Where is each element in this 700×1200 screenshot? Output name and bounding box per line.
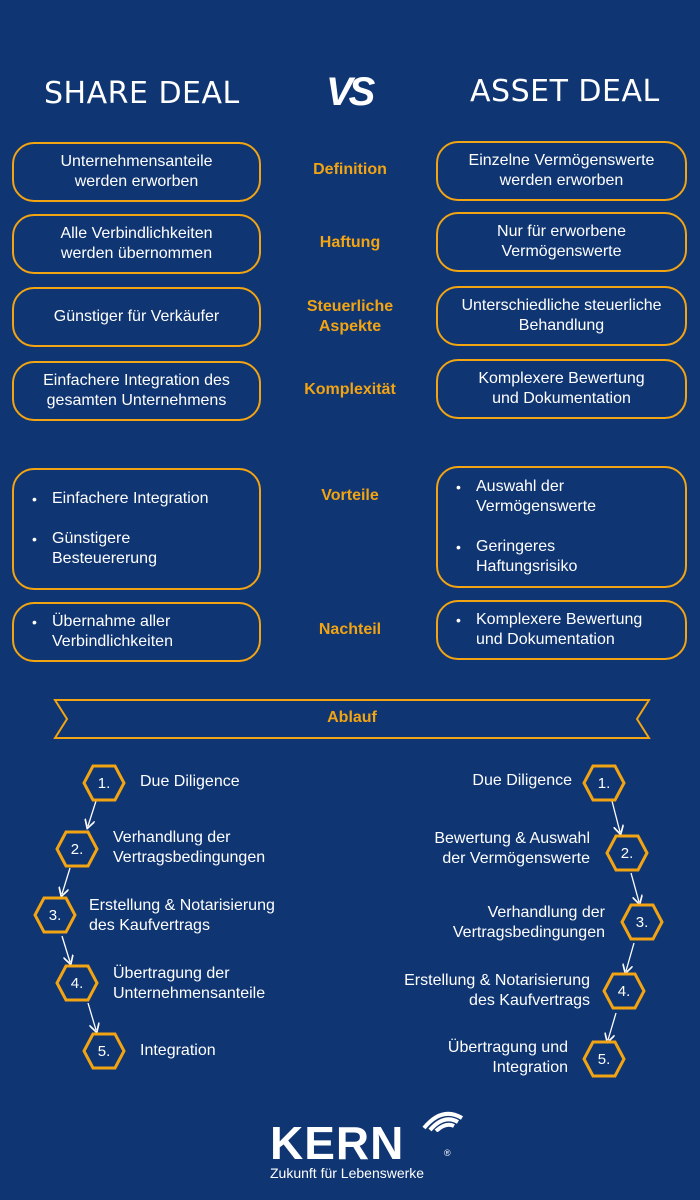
share-step-3: 3.: [33, 896, 77, 939]
asset-step-4: 4.: [602, 972, 646, 1015]
share-arrow-2: [62, 867, 71, 894]
bullet-icon: •: [456, 539, 461, 555]
share-haftung-text: Alle Verbindlichkeiten werden übernommen: [60, 225, 213, 262]
step-number: 3.: [48, 906, 62, 924]
share-arrow-1: [88, 800, 97, 826]
hexagon-icon: [82, 764, 126, 802]
share-haftung-box: Alle Verbindlichkeiten werden übernommen: [12, 214, 261, 274]
asset-step-2: 2.: [605, 834, 649, 877]
category-nachteil: Nachteil: [318, 621, 382, 638]
asset-step-5-text: Übertragung und Integration: [447, 1039, 568, 1076]
step-number: 1.: [97, 774, 111, 792]
hexagon-icon: [605, 834, 649, 872]
hexagon-icon: [582, 1040, 626, 1078]
asset-vorteile-box: •Auswahl der Vermögenswerte •Geringeres …: [436, 466, 687, 588]
vs-logo: VS: [326, 70, 375, 114]
hexagon-icon: [55, 964, 99, 1002]
asset-definition-text: Einzelne Vermögenswerte werden erworben: [468, 152, 655, 189]
share-komplex-box: Einfachere Integration des gesamten Unte…: [12, 361, 261, 421]
registered-mark: ®: [444, 1148, 451, 1158]
category-vorteile: Vorteile: [321, 487, 379, 504]
hexagon-icon: [620, 903, 664, 941]
bullet-icon: •: [456, 612, 461, 628]
flow-connectors: [0, 800, 700, 1090]
share-step-5: 5.: [82, 1032, 126, 1075]
asset-steuer-box: Unterschiedliche steuerliche Behandlung: [436, 286, 687, 346]
hexagon-icon: [82, 1032, 126, 1070]
hexagon-icon: [55, 830, 99, 868]
category-definition: Definition: [313, 161, 387, 178]
ablauf-banner: [53, 699, 651, 739]
list-item: •Günstigere Besteuererung: [32, 530, 157, 567]
share-step-4: 4.: [55, 964, 99, 1007]
kern-logo-text: KERN: [270, 1117, 405, 1169]
share-arrow-4: [87, 1002, 96, 1030]
bullet-icon: •: [32, 614, 37, 630]
asset-haftung-box: Nur für erworbene Vermögenswerte: [436, 212, 687, 272]
share-vorteile-box: •Einfachere Integration •Günstigere Best…: [12, 468, 261, 590]
asset-arrow-4: [608, 1012, 617, 1040]
list-item: •Übernahme aller Verbindlichkeiten: [32, 613, 173, 650]
share-komplex-text: Einfachere Integration des gesamten Unte…: [43, 372, 230, 409]
asset-step-5: 5.: [582, 1040, 626, 1083]
asset-komplex-box: Komplexere Bewertung und Dokumentation: [436, 359, 687, 419]
share-definition-box: Unternehmensanteile werden erworben: [12, 142, 261, 202]
share-step-2-text: Verhandlung der Vertragsbedingungen: [113, 829, 266, 866]
hexagon-icon: [33, 896, 77, 934]
share-step-5-text: Integration: [140, 1042, 216, 1059]
category-steuer: Steuerliche Aspekte: [306, 298, 394, 335]
asset-step-2-text: Bewertung & Auswahl der Vermögenswerte: [434, 830, 590, 867]
bullet-icon: •: [32, 531, 37, 547]
step-number: 4.: [70, 974, 84, 992]
step-number: 2.: [620, 844, 634, 862]
share-step-2: 2.: [55, 830, 99, 873]
share-step-3-text: Erstellung & Notarisierung des Kaufvertr…: [89, 897, 275, 934]
list-item: •Einfachere Integration: [32, 490, 209, 507]
category-komplex: Komplexität: [304, 381, 396, 398]
asset-steuer-text: Unterschiedliche steuerliche Behandlung: [461, 297, 662, 334]
step-number: 3.: [635, 913, 649, 931]
hexagon-icon: [602, 972, 646, 1010]
ablauf-label: Ablauf: [327, 709, 377, 726]
list-item: •Komplexere Bewertung und Dokumentation: [456, 611, 643, 648]
asset-haftung-text: Nur für erworbene Vermögenswerte: [497, 223, 626, 260]
share-steuer-box: Günstiger für Verkäufer: [12, 287, 261, 347]
asset-arrow-3: [626, 942, 635, 971]
share-deal-title: SHARE DEAL: [44, 76, 240, 111]
bullet-icon: •: [456, 479, 461, 495]
share-nachteil-box: •Übernahme aller Verbindlichkeiten: [12, 602, 261, 662]
list-item: •Geringeres Haftungsrisiko: [456, 538, 578, 575]
category-haftung: Haftung: [319, 234, 381, 251]
asset-step-4-text: Erstellung & Notarisierung des Kaufvertr…: [404, 972, 590, 1009]
share-step-1-text: Due Diligence: [140, 773, 240, 790]
list-item: •Auswahl der Vermögenswerte: [456, 478, 597, 515]
step-number: 4.: [617, 982, 631, 1000]
bullet-icon: •: [32, 491, 37, 507]
asset-step-1: 1.: [582, 764, 626, 807]
share-step-4-text: Übertragung der Unternehmensanteile: [113, 965, 266, 1002]
hexagon-icon: [582, 764, 626, 802]
asset-definition-box: Einzelne Vermögenswerte werden erworben: [436, 141, 687, 201]
share-arrow-3: [61, 935, 70, 962]
kern-tagline: Zukunft für Lebenswerke: [270, 1165, 425, 1181]
share-definition-text: Unternehmensanteile werden erworben: [60, 153, 213, 190]
asset-step-1-text: Due Diligence: [472, 772, 572, 789]
asset-komplex-text: Komplexere Bewertung und Dokumentation: [478, 370, 645, 407]
asset-arrow-2: [630, 872, 639, 902]
asset-deal-title: ASSET DEAL: [470, 74, 660, 109]
step-number: 2.: [70, 840, 84, 858]
share-steuer-text: Günstiger für Verkäufer: [53, 308, 220, 325]
step-number: 5.: [597, 1050, 611, 1068]
step-number: 1.: [597, 774, 611, 792]
share-step-1: 1.: [82, 764, 126, 807]
step-number: 5.: [97, 1042, 111, 1060]
asset-step-3-text: Verhandlung der Vertragsbedingungen: [452, 904, 605, 941]
signal-arcs-icon: [422, 1111, 464, 1132]
asset-nachteil-box: •Komplexere Bewertung und Dokumentation: [436, 600, 687, 660]
asset-arrow-1: [611, 800, 620, 832]
asset-step-3: 3.: [620, 903, 664, 946]
